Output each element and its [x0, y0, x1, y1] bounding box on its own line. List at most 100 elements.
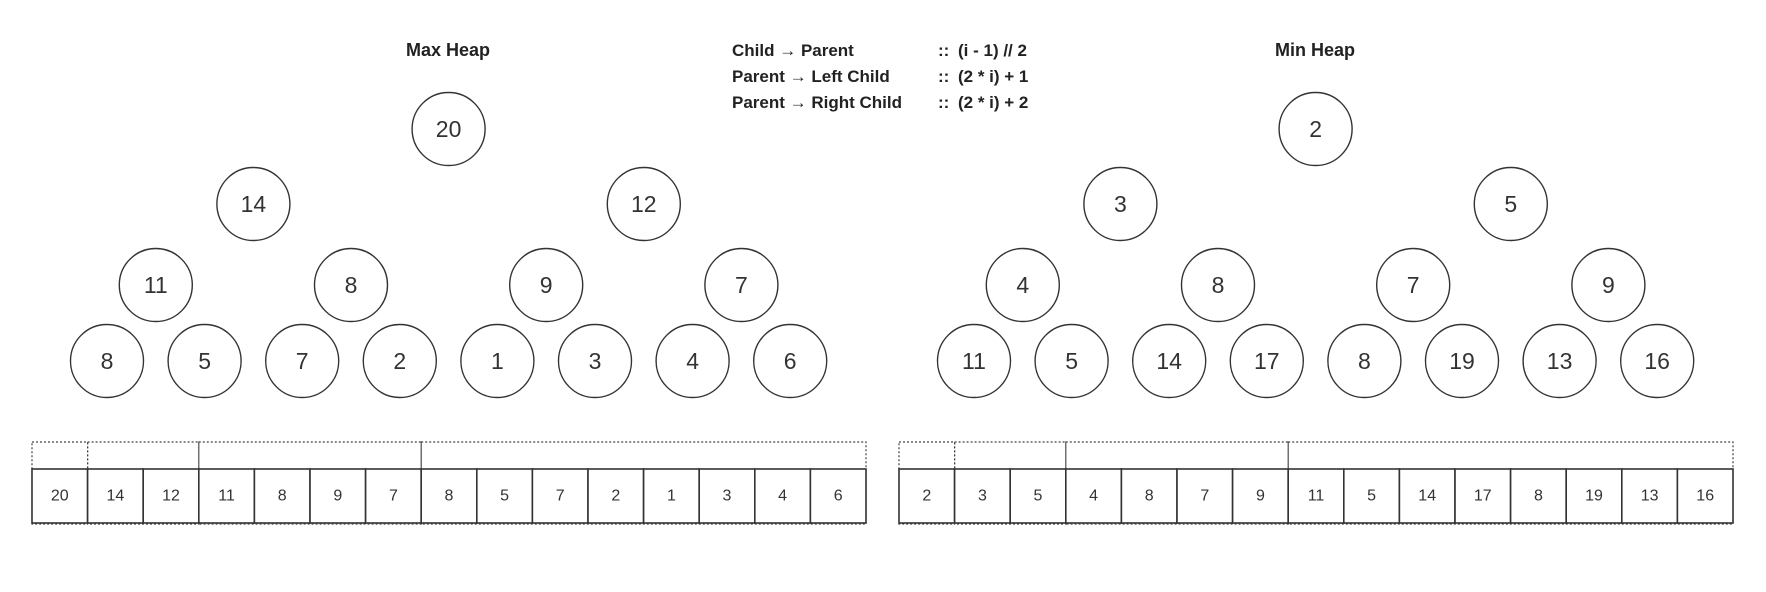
min-heap-array-cell-value: 8 [1534, 488, 1543, 505]
min-heap-node-value: 9 [1602, 272, 1615, 298]
formula-label-parent-left: Parent → Left Child [732, 67, 890, 86]
max-heap-array-cell-value: 7 [556, 488, 565, 505]
max-heap-node-circle [509, 247, 584, 323]
min-heap-array-cell-value: 14 [1418, 488, 1436, 505]
max-heap-node-value: 6 [784, 348, 797, 374]
min-heap-node-value: 7 [1407, 272, 1420, 298]
formula-expr-parent-right: (2 * i) + 2 [958, 93, 1028, 112]
min-heap-array-cell-0: 2 [898, 468, 956, 524]
min-heap-array-cell-9: 14 [1398, 468, 1456, 524]
min-heap-node-14: 16 [1619, 323, 1695, 399]
max-heap-array-cell-7: 8 [420, 468, 478, 524]
max-heap-array-cell-value: 9 [333, 488, 342, 505]
max-heap-node-value: 4 [686, 348, 699, 374]
max-heap-array-cell-box [531, 468, 589, 524]
min-heap-array-cell-value: 16 [1696, 488, 1714, 505]
formula-sep-parent-left: :: [938, 67, 949, 86]
min-heap-node-circle [1131, 323, 1207, 399]
max-heap-array-cell-value: 11 [218, 488, 235, 505]
min-heap-array-cell-12: 19 [1565, 468, 1623, 524]
max-heap-array-cell-value: 2 [611, 488, 620, 505]
max-heap-node-circle [362, 323, 437, 399]
min-heap-array-cell-box [1565, 468, 1623, 524]
index-formulas: Child → Parent :: (i - 1) // 2 Parent → … [732, 41, 1028, 112]
max-heap-array-cell-box [475, 468, 534, 524]
max-heap-node-circle [655, 323, 730, 399]
max-heap-node-circle [69, 323, 145, 399]
min-heap-array-cell-11: 8 [1509, 468, 1567, 524]
min-heap-node-4: 8 [1180, 247, 1256, 323]
min-heap-array-cell-value: 4 [1089, 488, 1098, 505]
max-heap-array-cell-value: 14 [107, 488, 125, 505]
min-heap-array-cell-box [1009, 468, 1067, 524]
min-heap-node-9: 14 [1131, 323, 1207, 399]
min-heap-array-cell-5: 7 [1176, 468, 1234, 524]
max-heap-node-6: 7 [704, 247, 779, 323]
min-heap-node-value: 2 [1309, 116, 1322, 142]
max-heap-node-1: 14 [216, 166, 291, 242]
min-heap-array-cell-box [1287, 468, 1345, 524]
min-heap-node-3: 4 [985, 247, 1060, 323]
min-heap-array-cell-value: 7 [1200, 488, 1209, 505]
max-heap-node-value: 5 [198, 348, 211, 374]
max-heap-array-cell-3: 11 [198, 468, 256, 524]
max-heap-node-11: 1 [460, 323, 535, 399]
min-heap-array-cell-box [1454, 468, 1512, 524]
max-heap-array-cell-5: 9 [309, 468, 367, 524]
max-heap-node-circle [313, 247, 389, 323]
max-heap-array-cell-value: 20 [51, 488, 69, 505]
max-heap-node-3: 11 [118, 247, 194, 323]
max-heap-array-cell-box [31, 468, 89, 524]
min-heap-node-6: 9 [1571, 247, 1646, 323]
min-heap-node-circle [1619, 323, 1695, 399]
formula-sep-child-parent: :: [938, 41, 949, 60]
max-heap-node-value: 1 [491, 348, 504, 374]
max-heap-node-13: 4 [655, 323, 730, 399]
min-heap-array-cell-13: 13 [1621, 468, 1679, 524]
min-heap-node-12: 19 [1424, 323, 1500, 399]
max-heap-array-cell-13: 4 [753, 468, 812, 524]
min-heap-node-7: 11 [936, 323, 1012, 399]
min-heap-node-circle [1571, 247, 1646, 323]
min-heap-array-cell-value: 2 [922, 488, 931, 505]
min-heap-array-cell-value: 17 [1474, 488, 1492, 505]
max-heap-array-cell-box [364, 468, 423, 524]
max-heap-array-cell-box [753, 468, 812, 524]
max-heap-node-circle [411, 91, 486, 167]
min-heap-node-value: 16 [1644, 348, 1670, 374]
min-heap-node-11: 8 [1327, 323, 1402, 399]
min-heap-node-value: 14 [1156, 348, 1182, 374]
max-heap-node-circle [704, 247, 779, 323]
min-heap-node-value: 11 [962, 348, 986, 374]
min-heap-node-value: 8 [1212, 272, 1225, 298]
min-heap-node-5: 7 [1375, 247, 1451, 323]
max-heap-node-circle [460, 323, 535, 399]
formula-expr-parent-left: (2 * i) + 1 [958, 67, 1028, 86]
min-heap-array-cell-value: 5 [1367, 488, 1376, 505]
min-heap-array-cell-box [1398, 468, 1456, 524]
max-heap-array-cell-box [587, 468, 645, 524]
min-heap-node-circle [985, 247, 1060, 323]
max-heap-array-cell-value: 1 [667, 488, 676, 505]
max-heap-node-4: 8 [313, 247, 389, 323]
max-heap-array-cell-4: 8 [253, 468, 311, 524]
formula-label-child-parent: Child → Parent [732, 41, 854, 60]
min-heap-node-circle [1375, 247, 1451, 323]
max-heap-node-value: 20 [436, 116, 462, 142]
max-heap-node-value: 7 [296, 348, 309, 374]
formula-sep-parent-right: :: [938, 93, 949, 112]
max-heap-node-0: 20 [411, 91, 486, 167]
min-heap-array-cell-box [898, 468, 956, 524]
max-heap-array-cell-6: 7 [364, 468, 423, 524]
max-heap-array-cell-box [309, 468, 367, 524]
min-heap-node-circle [1473, 166, 1549, 242]
max-heap-array-cell-box [142, 468, 200, 524]
min-heap-array-cell-value: 5 [1034, 488, 1043, 505]
max-heap-node-value: 8 [345, 272, 358, 298]
min-heap-array-cell-value: 9 [1256, 488, 1265, 505]
max-heap-node-circle [216, 166, 291, 242]
max-heap-title: Max Heap [406, 40, 490, 60]
min-heap-node-value: 13 [1547, 348, 1573, 374]
max-heap-array-cell-value: 8 [445, 488, 454, 505]
